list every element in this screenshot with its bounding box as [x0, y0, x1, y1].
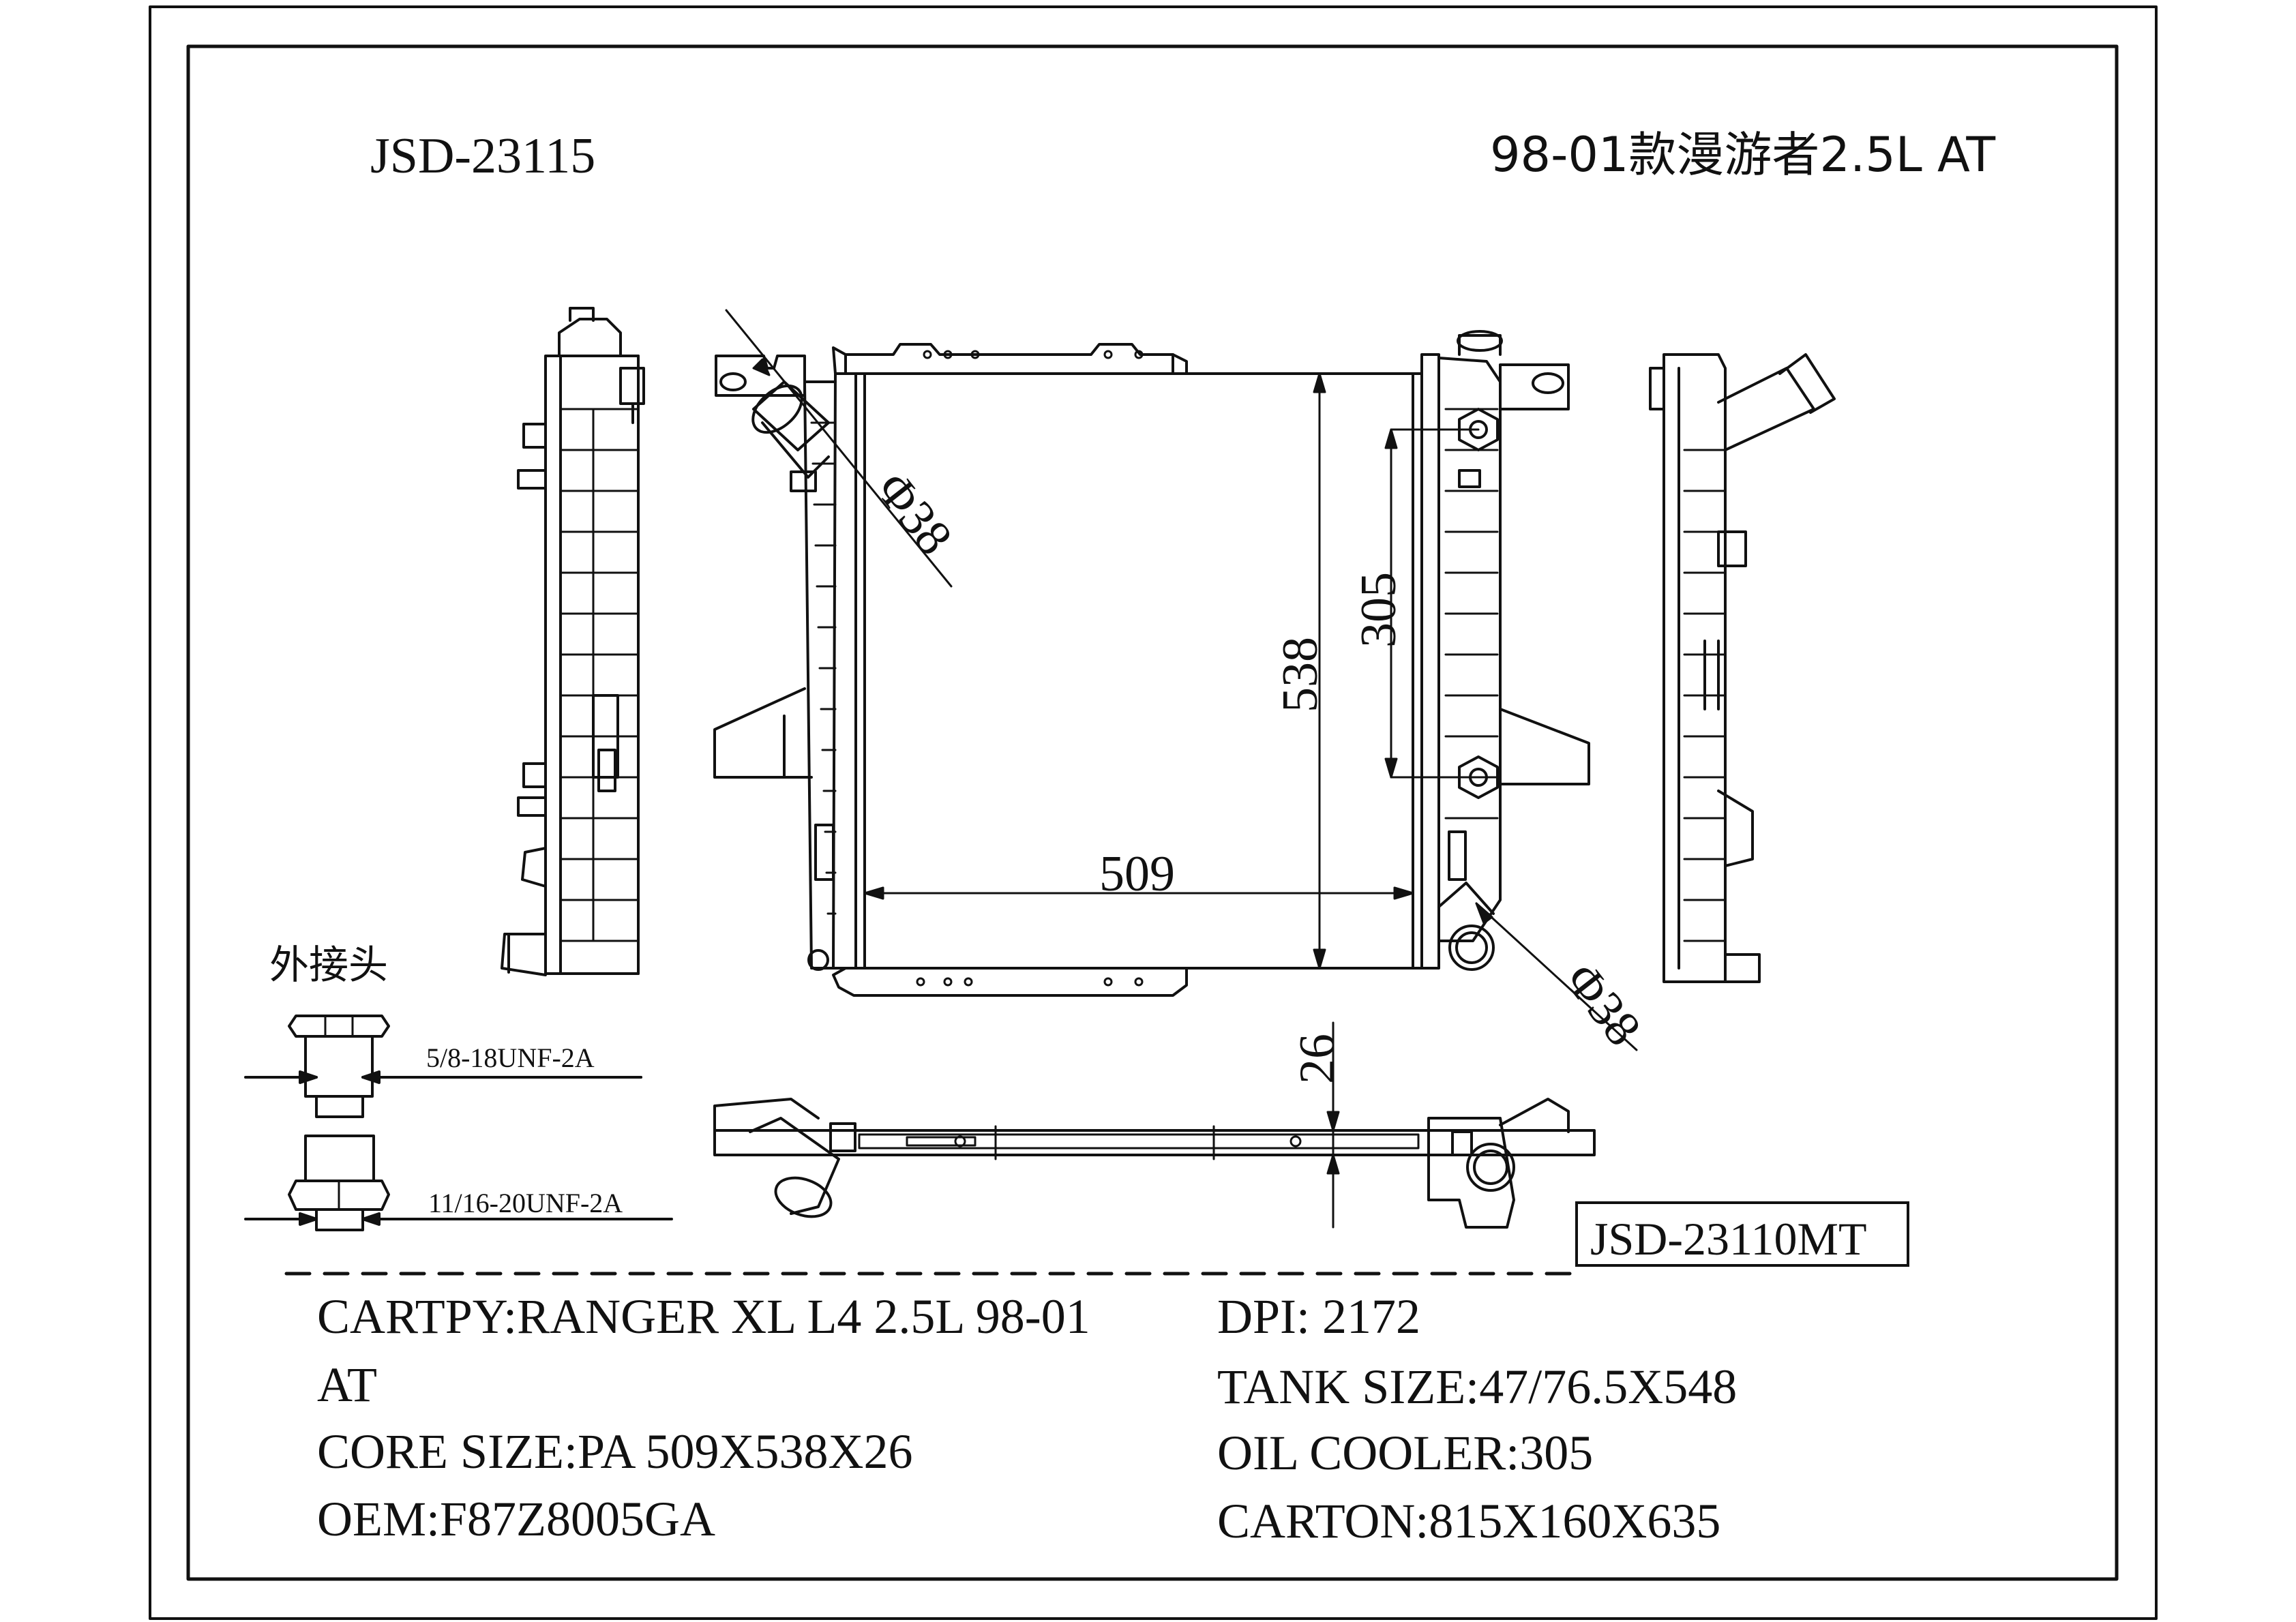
thickness-dimension-label: 26 [1289, 1034, 1345, 1084]
inlet-pipe [751, 380, 830, 479]
fitting-1-label: 5/8-18UNF-2A [426, 1042, 595, 1073]
alt-part-number: JSD-23110MT [1590, 1213, 1867, 1265]
spec-carton: CARTON:815X160X635 [1217, 1494, 1721, 1548]
dimension-lines [725, 309, 1638, 1229]
right-tank-side-view [1649, 353, 1836, 983]
spec-core-size: CORE SIZE:PA 509X538X26 [317, 1424, 913, 1479]
oil-cooler-dimension-label: 305 [1351, 572, 1407, 648]
width-dimension-label: 509 [1099, 846, 1175, 902]
spec-cartpy-line1: CARTPY:RANGER XL L4 2.5L 98-01 [317, 1289, 1090, 1344]
inner-frame [186, 44, 2119, 1581]
fitting-2-drawing [244, 1135, 673, 1231]
fitting-2-label: 11/16-20UNF-2A [428, 1188, 623, 1218]
spec-dpi: DPI: 2172 [1217, 1289, 1421, 1344]
spec-cartpy-line2: AT [317, 1357, 377, 1412]
radiator-top-view [713, 1098, 1596, 1229]
part-number-title: JSD-23115 [370, 128, 596, 184]
spec-oem: OEM:F87Z8005GA [317, 1492, 716, 1546]
fittings-title: 外接头 [269, 942, 389, 988]
left-tank-side-view [501, 307, 645, 976]
outlet-pipe [1437, 882, 1495, 971]
spec-tank-size: TANK SIZE:47/76.5X548 [1217, 1360, 1738, 1414]
model-title: 98-01款漫游者2.5L AT [1490, 127, 1996, 183]
side-outlet-pipe [1717, 353, 1836, 451]
alt-part-box: JSD-23110MT [1575, 1201, 1909, 1267]
spec-oil-cooler: OIL COOLER:305 [1217, 1426, 1594, 1480]
outer-frame [149, 5, 2158, 1620]
fitting-1-drawing [244, 1015, 642, 1118]
height-dimension-label: 538 [1272, 637, 1328, 712]
